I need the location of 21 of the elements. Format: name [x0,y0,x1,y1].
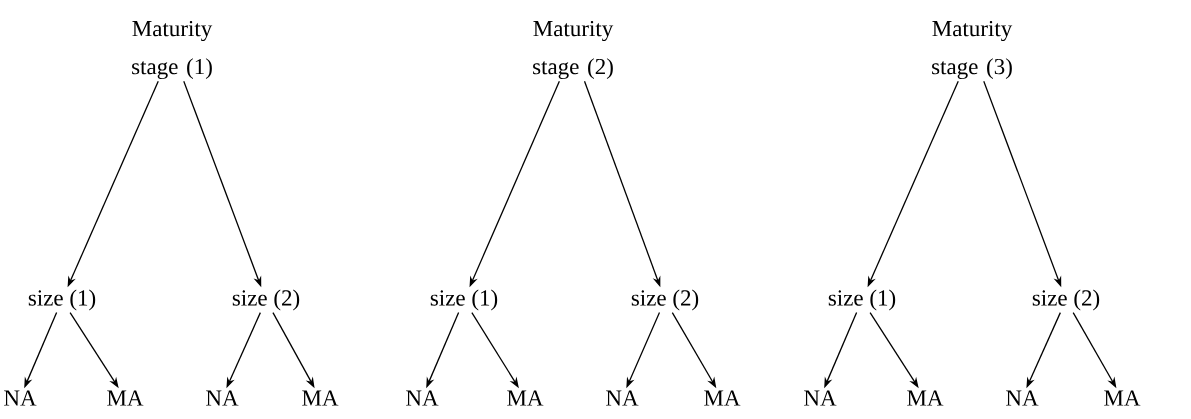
class-label: MA [107,390,144,406]
class-label: NA [1006,390,1039,406]
class-label: MA [704,390,741,406]
class-label: MA [1104,390,1141,406]
size-label: size (2) [232,289,300,311]
stage-label: Maturity stage (2) [533,20,614,80]
class-label: NA [406,390,439,406]
class-label: MA [302,390,339,406]
size-label: size (2) [631,289,699,311]
class-label: NA [804,390,837,406]
stage-label: Maturity stage (1) [132,20,213,80]
class-label: NA [606,390,639,406]
size-label: size (1) [28,289,96,311]
class-label: MA [907,390,944,406]
class-label: NA [4,390,37,406]
stage-label: Maturity stage (3) [932,20,1013,80]
class-label: NA [206,390,239,406]
size-label: size (1) [430,289,498,311]
size-label: size (1) [828,289,896,311]
class-label: MA [507,390,544,406]
size-label: size (2) [1032,289,1100,311]
